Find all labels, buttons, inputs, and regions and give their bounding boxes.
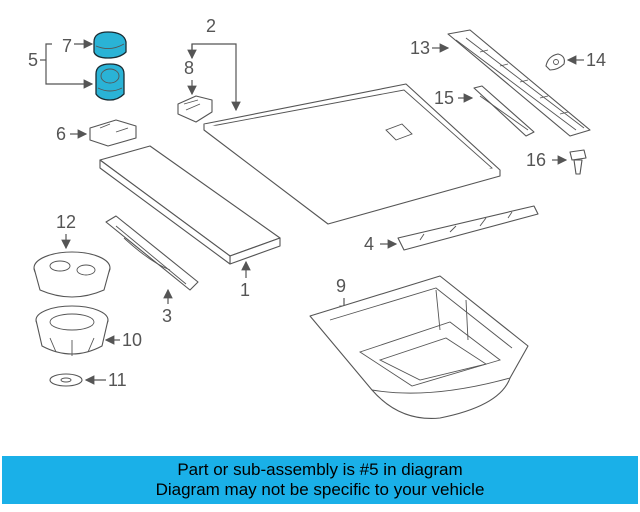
callout-6: 6 [56, 124, 66, 144]
part-7-cap[interactable] [93, 31, 127, 59]
callout-9: 9 [336, 276, 346, 296]
part-5-holder[interactable] [95, 63, 125, 101]
callout-4: 4 [364, 234, 374, 254]
callout-15: 15 [434, 88, 454, 108]
callout-1: 1 [240, 280, 250, 300]
part-16-fastener[interactable]: 16 [526, 149, 587, 175]
callout-10: 10 [122, 330, 142, 350]
banner-line-2: Diagram may not be specific to your vehi… [155, 480, 485, 499]
callout-16: 16 [526, 150, 546, 170]
callout-3: 3 [162, 306, 172, 326]
part-13-trim[interactable]: 13 [410, 29, 591, 137]
callout-14: 14 [586, 50, 606, 70]
part-10-container[interactable]: 10 [35, 305, 142, 356]
part-1-panel[interactable]: 1 [99, 145, 281, 300]
part-9-tub[interactable]: 9 [309, 275, 529, 419]
part-12-tray[interactable]: 12 [33, 212, 111, 298]
callout-8: 8 [184, 58, 194, 78]
banner-line-1: Part or sub-assembly is #5 in diagram [177, 460, 463, 479]
part-2-floor[interactable] [203, 83, 501, 225]
callout-2: 2 [206, 16, 216, 36]
part-8-clip[interactable]: 8 [177, 58, 213, 123]
part-4-rail[interactable]: 4 [364, 205, 539, 254]
parts-diagram: 5 7 8 2 6 [28, 16, 606, 419]
callout-12: 12 [56, 212, 76, 232]
part-15-bar[interactable]: 15 [434, 85, 535, 137]
part-3-strip[interactable]: 3 [105, 215, 199, 326]
callout-5: 5 [28, 50, 38, 70]
bracket-5 [45, 43, 94, 89]
callout-11: 11 [108, 370, 127, 390]
callout-7: 7 [62, 36, 72, 56]
info-banner: Part or sub-assembly is #5 in diagram Di… [2, 456, 638, 504]
part-11-washer[interactable]: 11 [49, 370, 127, 390]
callout-13: 13 [410, 38, 430, 58]
part-5-group[interactable]: 5 7 [28, 31, 127, 101]
part-2-callout: 2 [187, 16, 241, 112]
part-14-clip[interactable]: 14 [545, 50, 606, 71]
part-6-bracket[interactable]: 6 [56, 119, 137, 147]
